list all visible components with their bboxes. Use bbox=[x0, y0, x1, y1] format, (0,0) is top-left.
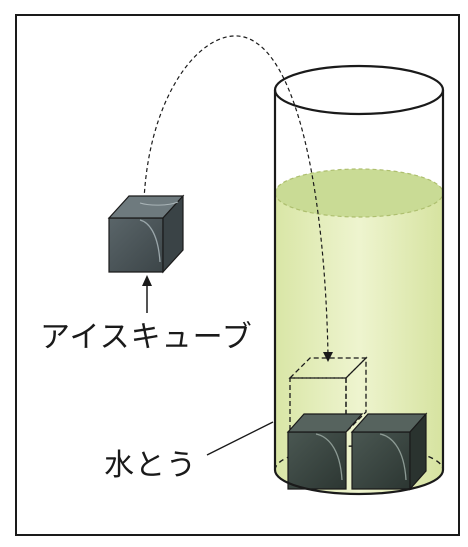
ice-cube-floating bbox=[107, 194, 185, 274]
water-bottle bbox=[273, 64, 445, 494]
ice-cube-pointer-head bbox=[142, 275, 152, 286]
sunk-cube-right bbox=[350, 412, 428, 491]
water-bottle-label: 水とう bbox=[104, 448, 197, 483]
liquid-surface-front bbox=[274, 192, 444, 218]
trajectory-arc bbox=[143, 35, 329, 356]
bottle-bottom-front bbox=[273, 469, 445, 496]
ice-cube-label: アイスキューブ bbox=[40, 320, 253, 355]
sunk-cube-left bbox=[286, 413, 364, 490]
liquid-surface-back bbox=[274, 168, 444, 194]
bottle-pointer bbox=[206, 421, 274, 456]
bottle-top-rim bbox=[273, 64, 445, 116]
trajectory-arrowhead bbox=[323, 352, 333, 362]
liquid-body bbox=[275, 169, 443, 494]
